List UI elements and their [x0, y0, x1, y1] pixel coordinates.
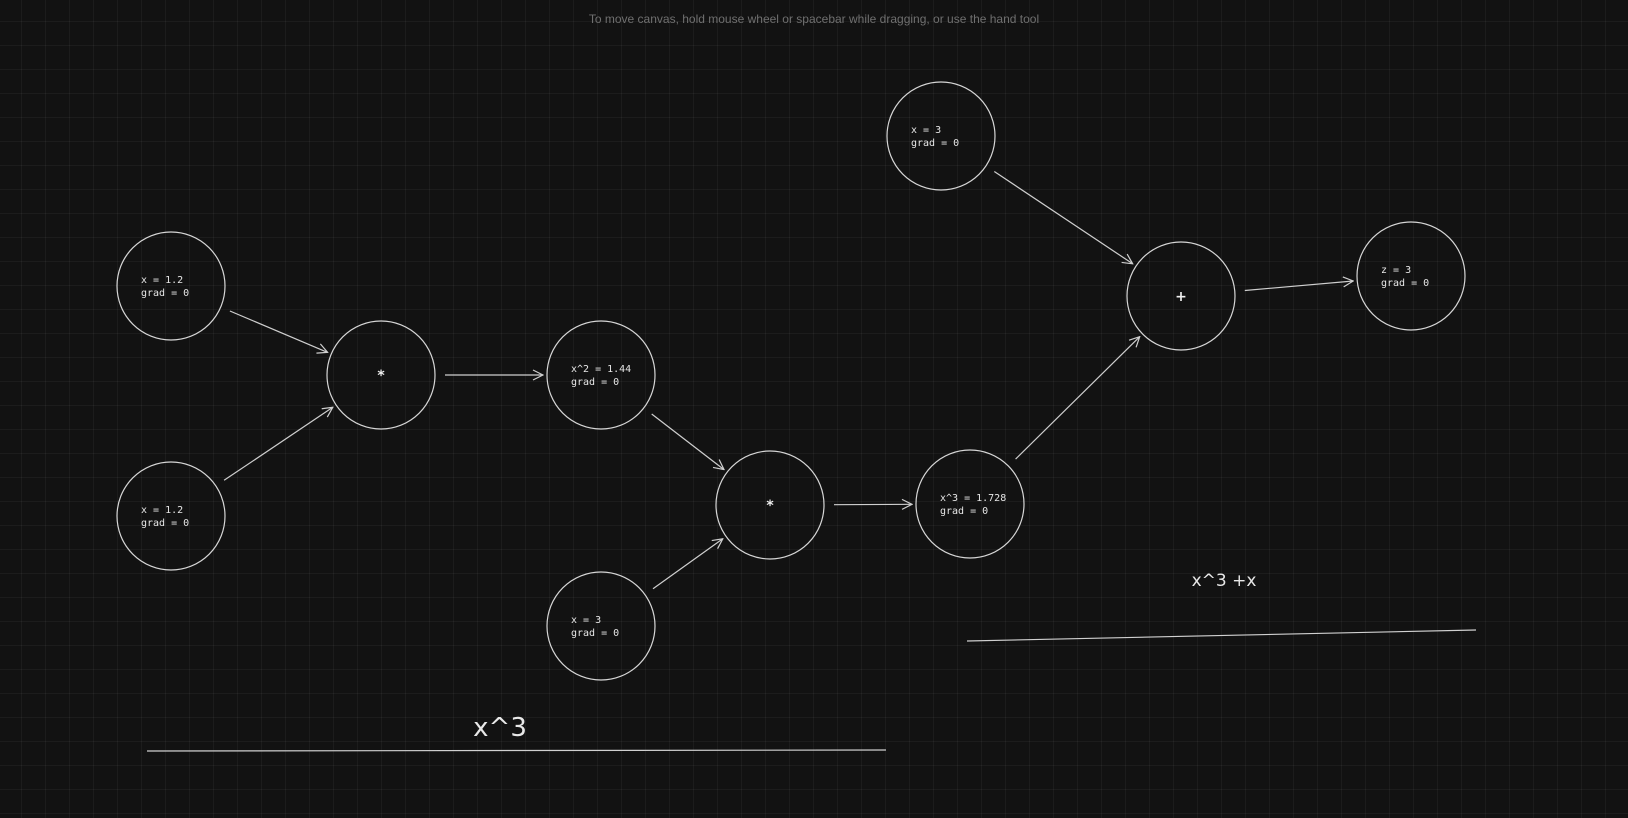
node-circle[interactable]: [1356, 221, 1466, 331]
graph-node-n_mul2[interactable]: *: [715, 450, 825, 560]
label-x-cubed[interactable]: x^3: [473, 713, 527, 743]
label-x-cubed-plus-x[interactable]: x^3 +x: [1192, 571, 1257, 591]
edge-arrow-n_add-to-n_z[interactable]: [1244, 281, 1353, 292]
graph-node-n_x3top[interactable]: x = 3 grad = 0: [886, 81, 996, 191]
graph-node-n_z[interactable]: z = 3 grad = 0: [1356, 221, 1466, 331]
graph-node-n_x3cube[interactable]: x^3 = 1.728 grad = 0: [915, 449, 1025, 559]
graph-node-n_x1[interactable]: x = 1.2 grad = 0: [116, 231, 226, 341]
node-value-text: z = 3: [1381, 265, 1411, 276]
node-grad-text: grad = 0: [940, 506, 988, 517]
node-grad-text: grad = 0: [911, 138, 959, 149]
node-grad-text: grad = 0: [141, 288, 189, 299]
edge-arrow-n_x3top-to-n_add[interactable]: [993, 171, 1132, 264]
node-grad-text: grad = 0: [141, 518, 189, 529]
operator-symbol: *: [766, 498, 774, 514]
edge-arrow-n_x3cube-to-n_add[interactable]: [1015, 337, 1140, 460]
node-value-text: x = 1.2: [141, 505, 183, 516]
graph-node-n_x3b[interactable]: x = 3 grad = 0: [546, 571, 656, 681]
edges-layer: [223, 171, 1353, 590]
operator-symbol: +: [1175, 289, 1187, 305]
edge-arrow-n_x3b-to-n_mul2[interactable]: [652, 539, 723, 590]
operator-symbol: *: [377, 368, 385, 384]
edge-arrow-n_x2-to-n_mul1[interactable]: [223, 407, 333, 481]
node-circle[interactable]: [546, 571, 656, 681]
edge-arrow-n_x2sq-to-n_mul2[interactable]: [651, 413, 724, 470]
nodes-layer: x = 1.2 grad = 0 x = 1.2 grad = 0 * x^2 = 1.4…: [116, 81, 1466, 681]
node-value-text: x^2 = 1.44: [571, 364, 631, 375]
edge-arrow-n_x1-to-n_mul1[interactable]: [229, 310, 328, 352]
graph-node-n_mul1[interactable]: *: [326, 320, 436, 430]
underline-x-cubed-plus-x[interactable]: [966, 629, 1477, 642]
node-grad-text: grad = 0: [571, 377, 619, 388]
node-circle[interactable]: [546, 320, 656, 430]
graph-node-n_x2sq[interactable]: x^2 = 1.44 grad = 0: [546, 320, 656, 430]
node-value-text: x = 3: [571, 615, 601, 626]
node-circle[interactable]: [116, 461, 226, 571]
graph-node-n_add[interactable]: +: [1126, 241, 1236, 351]
node-circle[interactable]: [915, 449, 1025, 559]
node-value-text: x = 1.2: [141, 275, 183, 286]
node-circle[interactable]: [886, 81, 996, 191]
node-value-text: x = 3: [911, 125, 941, 136]
node-circle[interactable]: [1126, 241, 1236, 351]
node-grad-text: grad = 0: [571, 628, 619, 639]
underline-x-cubed[interactable]: [146, 749, 887, 752]
canvas-hint: To move canvas, hold mouse wheel or spac…: [588, 12, 1040, 26]
node-circle[interactable]: [715, 450, 825, 560]
node-grad-text: grad = 0: [1381, 278, 1429, 289]
node-circle[interactable]: [326, 320, 436, 430]
graph-node-n_x2[interactable]: x = 1.2 grad = 0: [116, 461, 226, 571]
node-circle[interactable]: [116, 231, 226, 341]
node-value-text: x^3 = 1.728: [940, 493, 1006, 504]
